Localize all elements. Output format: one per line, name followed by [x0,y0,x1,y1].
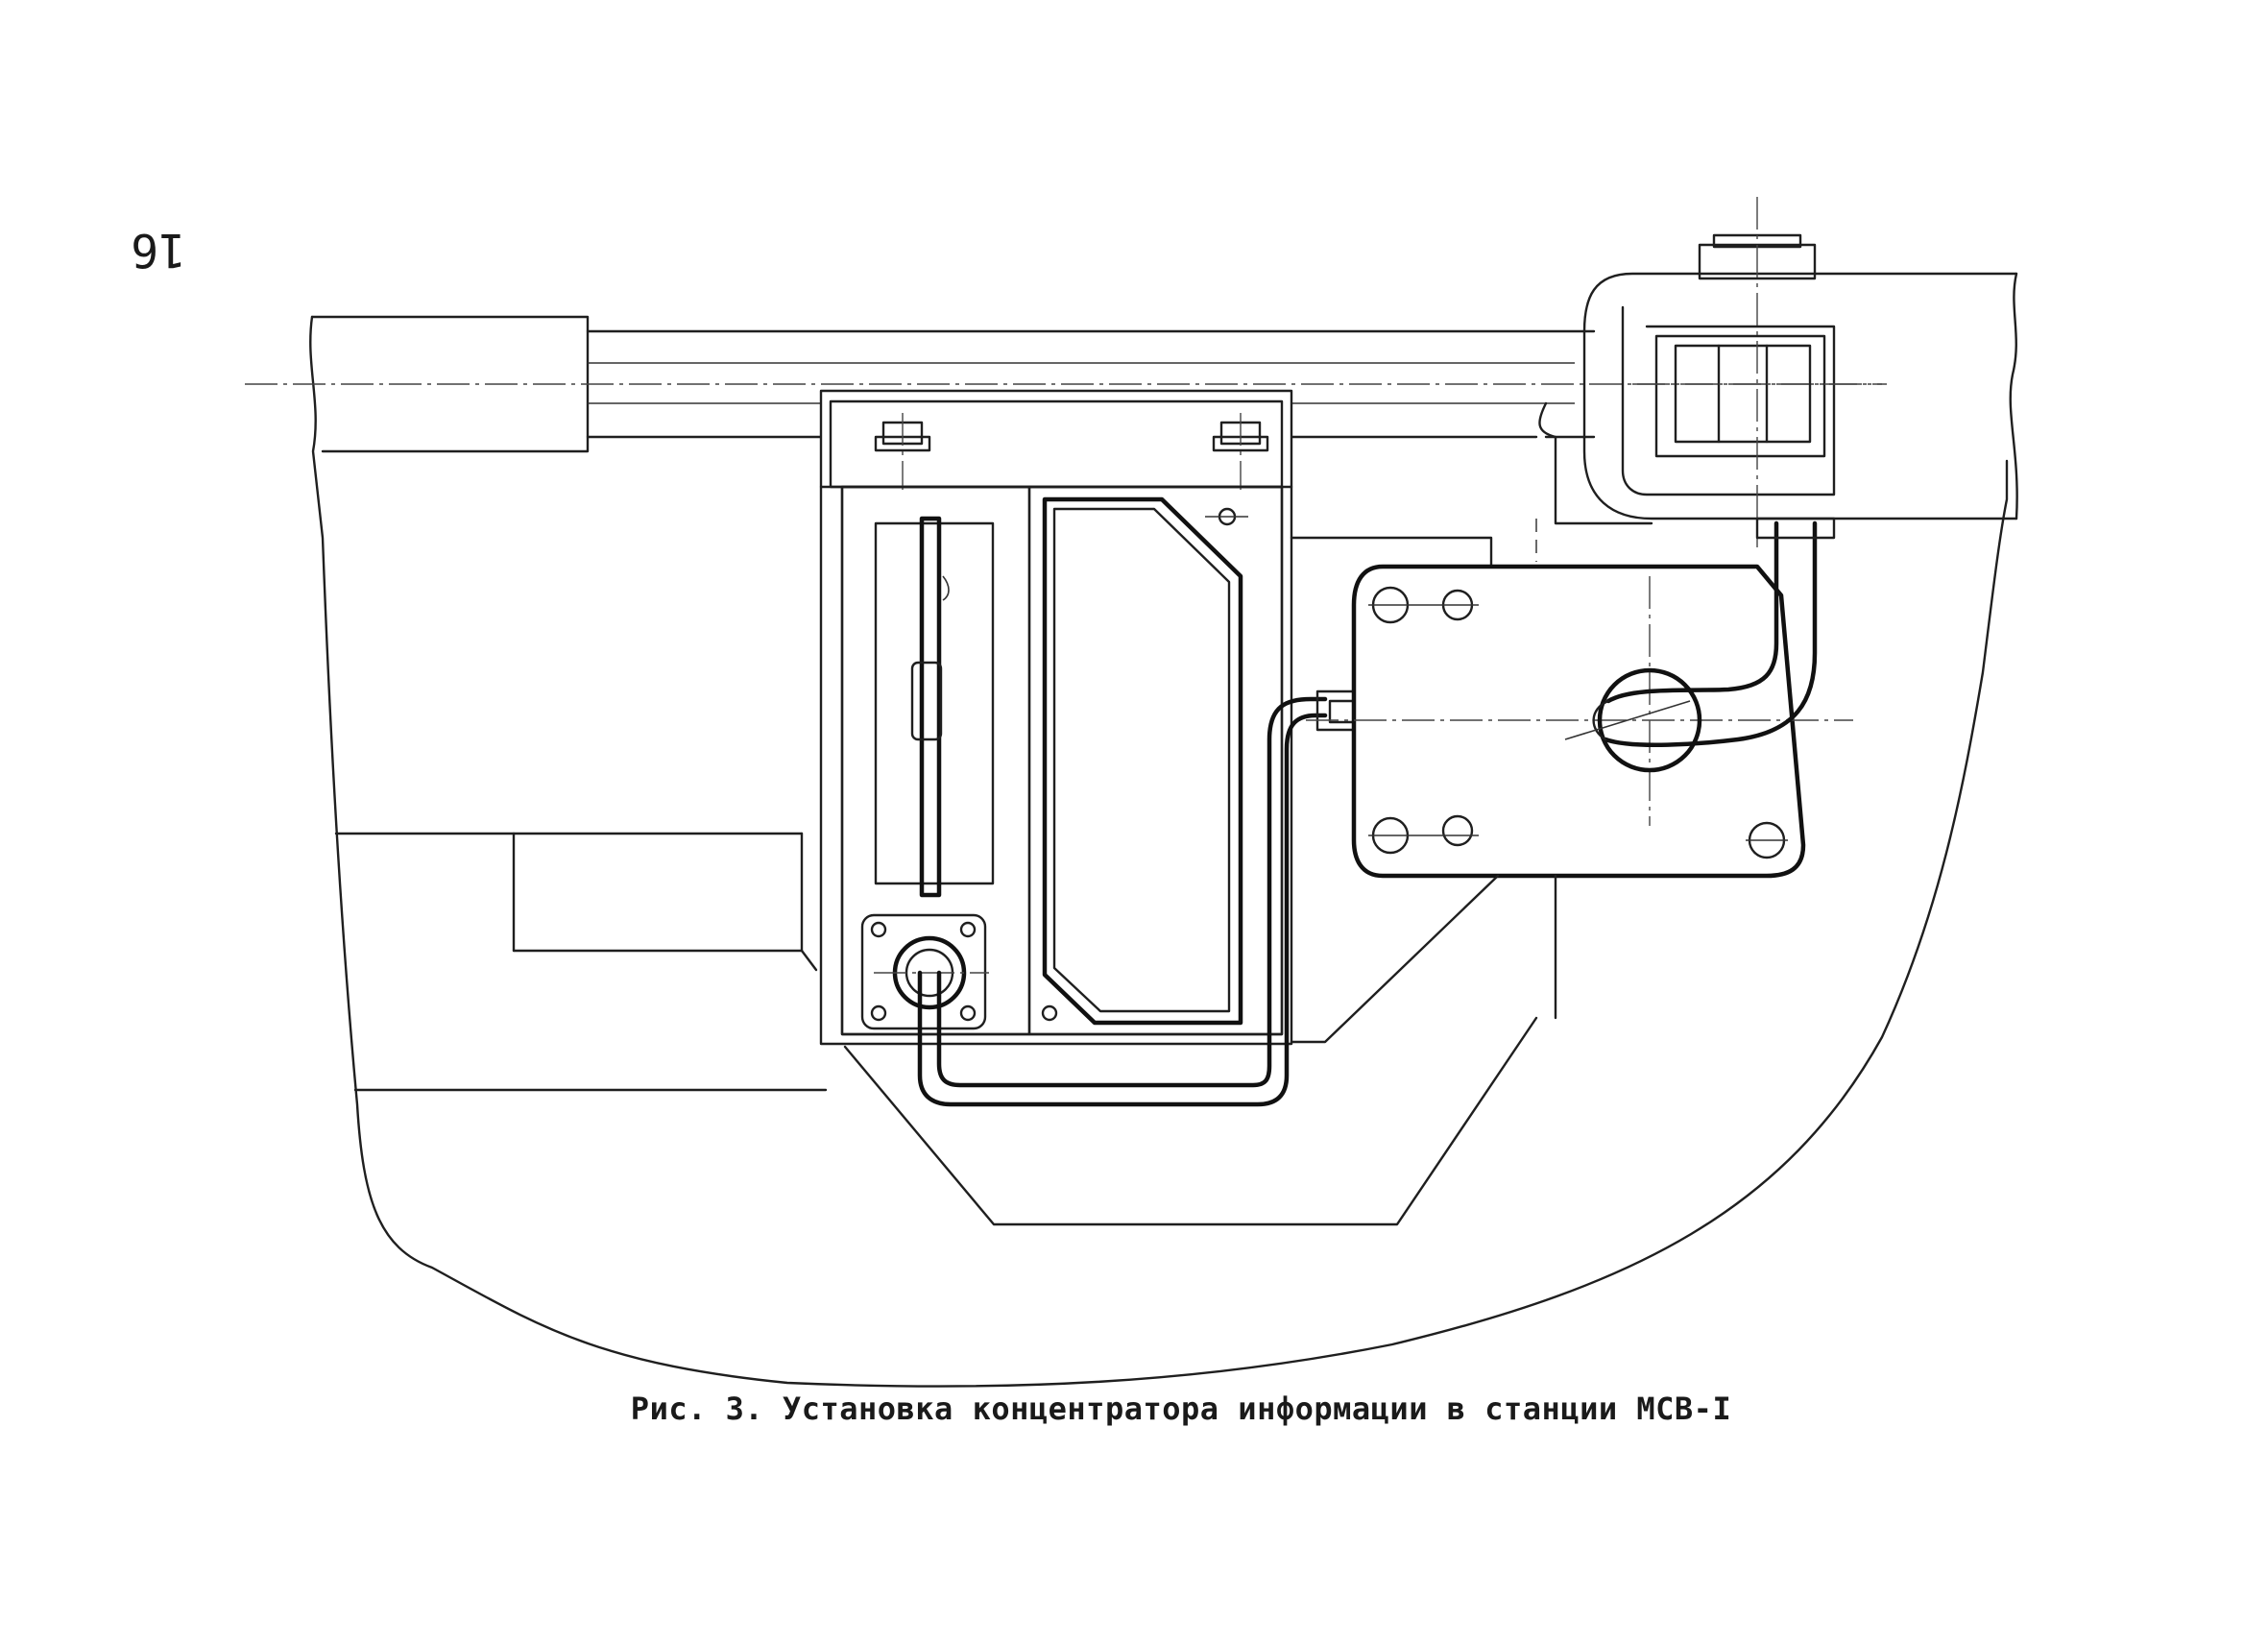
pipe-elbow [1564,517,1836,773]
plate-screws [1368,586,1788,859]
upper-right-frame [1582,272,2018,520]
top-bolt-right [1212,413,1269,490]
lower-trapezoid [843,1016,1538,1226]
mounting-plate [1351,564,1806,879]
card-slot-panel [874,521,995,885]
figure-caption: Рис. 3. Установка концентратора информац… [630,1391,1732,1427]
top-bolt-left [874,413,931,490]
electronics-board [1042,496,1243,1026]
connector-flange [860,913,989,1030]
body-outline [309,315,2009,1388]
concentrator-housing [819,389,1293,1046]
cable [917,713,1328,1107]
